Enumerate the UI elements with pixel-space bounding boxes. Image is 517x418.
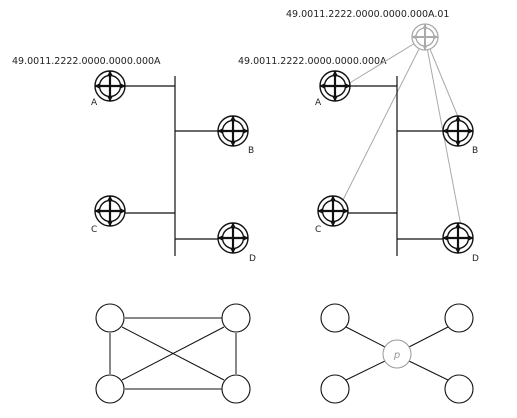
left-router-a-label: A xyxy=(91,98,98,108)
star-edge-top-left xyxy=(345,326,386,348)
mesh-node-bottom-right xyxy=(221,374,251,404)
star-edge-bottom-left xyxy=(345,360,386,381)
full-mesh-graph xyxy=(95,303,251,404)
pseudonode-label: p xyxy=(393,350,400,361)
mesh-edge-diagonal-2 xyxy=(121,326,225,381)
left-router-d-icon xyxy=(216,221,250,255)
pseudonode-star-graph: p xyxy=(320,303,474,404)
pseudonode-circle xyxy=(382,339,412,369)
right-router-c-label: C xyxy=(315,225,321,235)
pseudonode-link-c xyxy=(342,36,426,201)
mesh-node-top-right xyxy=(221,303,251,333)
pseudonode-link-b xyxy=(424,36,462,125)
mesh-node-bottom-left xyxy=(95,374,125,404)
star-edge-top-right xyxy=(408,326,449,348)
left-router-a-icon xyxy=(93,69,127,103)
left-router-d-label: D xyxy=(249,254,256,264)
mesh-node-top-left xyxy=(95,303,125,333)
left-router-b-icon xyxy=(216,114,250,148)
right-router-c-icon xyxy=(316,194,350,228)
right-address-label: 49.0011.2222.0000.0000.000A xyxy=(238,56,387,67)
right-router-a-icon xyxy=(318,69,352,103)
right-router-a-label: A xyxy=(315,98,322,108)
pseudonode-address-label: 49.0011.2222.0000.0000.000A.01 xyxy=(286,9,449,20)
right-router-d-label: D xyxy=(472,254,479,264)
right-router-b-label: B xyxy=(472,146,478,156)
right-router-d-icon xyxy=(441,221,475,255)
right-broadcast-segment-with-pseudonode: 49.0011.2222.0000.0000.000A.01 49.0011.2… xyxy=(238,9,479,264)
left-router-c-label: C xyxy=(91,225,97,235)
left-address-label: 49.0011.2222.0000.0000.000A xyxy=(12,56,161,67)
star-node-top-left xyxy=(320,303,350,333)
right-router-b-icon xyxy=(441,114,475,148)
star-node-bottom-left xyxy=(320,374,350,404)
pseudonode-link-a xyxy=(347,36,426,85)
pseudonode-router-icon xyxy=(411,23,439,51)
left-router-b-label: B xyxy=(248,146,254,156)
star-node-bottom-right xyxy=(444,374,474,404)
star-node-top-right xyxy=(444,303,474,333)
star-edge-bottom-right xyxy=(408,360,449,381)
left-router-c-icon xyxy=(93,194,127,228)
left-broadcast-segment: 49.0011.2222.0000.0000.000A A B C D xyxy=(12,56,256,264)
